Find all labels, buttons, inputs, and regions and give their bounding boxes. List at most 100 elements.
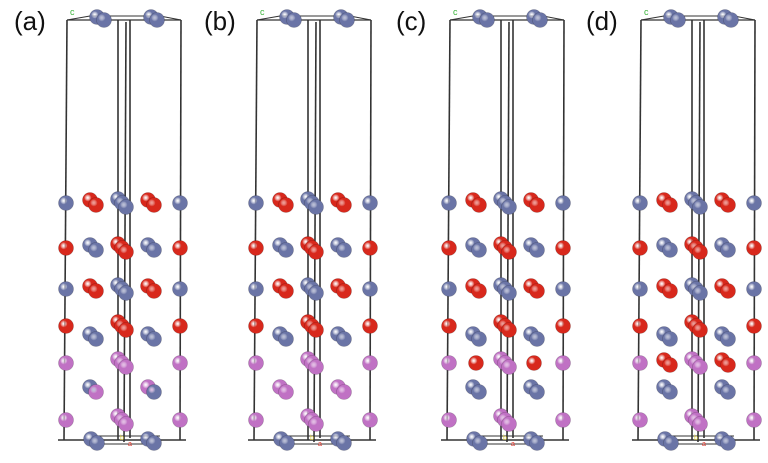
red-atom (746, 318, 762, 334)
red-atom (278, 283, 294, 299)
pink-atom (58, 355, 74, 371)
red-atom (88, 283, 104, 299)
pink-atom (692, 416, 708, 432)
c-axis-label: c (70, 7, 75, 17)
blue-atom (89, 435, 105, 451)
pink-atom (336, 384, 352, 400)
pink-atom (501, 416, 517, 432)
cell-edge (179, 19, 182, 441)
pink-atom (362, 412, 378, 428)
pink-atom (632, 355, 648, 371)
pink-atom (118, 359, 134, 375)
red-atom (720, 197, 736, 213)
cell-edge (753, 19, 756, 441)
red-atom (529, 197, 545, 213)
blue-atom (278, 331, 294, 347)
blue-atom (308, 285, 324, 301)
pink-atom (441, 412, 457, 428)
blue-atom (662, 384, 678, 400)
blue-atom (471, 331, 487, 347)
blue-atom (471, 384, 487, 400)
cell-edge (123, 21, 127, 443)
red-atom (441, 318, 457, 334)
blue-atom (441, 195, 457, 211)
b-axis-marker: b (120, 435, 124, 442)
red-atom (501, 322, 517, 338)
pink-atom (308, 359, 324, 375)
red-atom (146, 197, 162, 213)
pink-atom (308, 416, 324, 432)
blue-atom (88, 242, 104, 258)
blue-atom (529, 435, 545, 451)
red-atom (88, 197, 104, 213)
blue-atom (441, 281, 457, 297)
blue-atom (279, 435, 295, 451)
blue-atom (308, 199, 324, 215)
blue-atom (146, 331, 162, 347)
blue-atom (555, 281, 571, 297)
red-atom (632, 318, 648, 334)
red-atom (308, 244, 324, 260)
blue-atom (339, 12, 355, 28)
pink-atom (118, 416, 134, 432)
a-axis-marker: a (511, 441, 515, 448)
blue-atom (632, 195, 648, 211)
blue-atom (663, 435, 679, 451)
blue-atom (336, 242, 352, 258)
blue-atom (555, 195, 571, 211)
blue-atom (532, 12, 548, 28)
blue-atom (529, 331, 545, 347)
cell-edge (506, 21, 510, 443)
blue-atom (362, 195, 378, 211)
red-atom (555, 240, 571, 256)
pink-atom (362, 355, 378, 371)
red-atom (172, 318, 188, 334)
pink-atom (248, 355, 264, 371)
red-atom (529, 283, 545, 299)
blue-atom (146, 435, 162, 451)
c-axis-label: c (644, 7, 649, 17)
blue-atom (720, 242, 736, 258)
cell-edge (256, 15, 281, 21)
blue-atom (723, 12, 739, 28)
cell-edge (697, 21, 701, 443)
red-atom (58, 318, 74, 334)
blue-atom (632, 281, 648, 297)
cell-edge (313, 21, 317, 443)
cell-edge (449, 15, 474, 21)
red-atom (501, 244, 517, 260)
red-atom (278, 197, 294, 213)
red-atom (555, 318, 571, 334)
pink-atom (441, 355, 457, 371)
blue-atom (662, 242, 678, 258)
pink-atom (501, 359, 517, 375)
cell-edge (63, 19, 68, 441)
blue-atom (501, 285, 517, 301)
blue-atom (746, 281, 762, 297)
red-atom (468, 355, 484, 371)
pink-atom (555, 355, 571, 371)
panel-label-a: (a) (14, 6, 46, 36)
red-atom (58, 240, 74, 256)
blue-atom (472, 435, 488, 451)
red-atom (526, 355, 542, 371)
red-atom (362, 318, 378, 334)
blue-atom (479, 12, 495, 28)
red-atom (441, 240, 457, 256)
red-atom (662, 197, 678, 213)
red-atom (336, 283, 352, 299)
blue-atom (501, 199, 517, 215)
pink-atom (88, 384, 104, 400)
blue-atom (172, 281, 188, 297)
b-axis-marker: b (310, 435, 314, 442)
red-atom (662, 283, 678, 299)
cell-edge (369, 19, 372, 441)
pink-atom (278, 384, 294, 400)
blue-atom (720, 384, 736, 400)
red-atom (746, 240, 762, 256)
c-axis-label: c (260, 7, 265, 17)
blue-atom (172, 195, 188, 211)
blue-atom (692, 285, 708, 301)
blue-atom (146, 384, 162, 400)
